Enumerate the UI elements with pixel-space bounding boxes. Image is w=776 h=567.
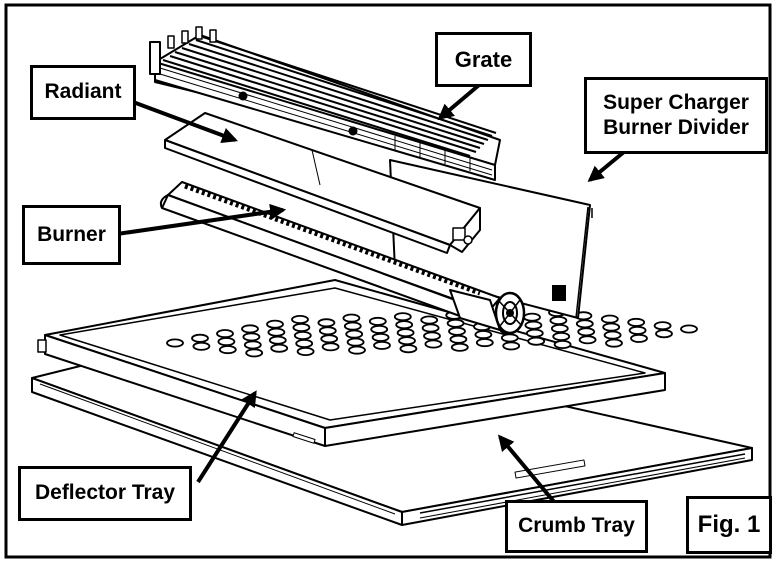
deflector-hole [628, 325, 647, 335]
deflector-hole [605, 338, 623, 348]
deflector-hole [292, 322, 311, 332]
deflector-hole [527, 336, 546, 346]
deflector-hole [343, 321, 362, 331]
radiant-label: Radiant [30, 65, 136, 120]
deflector-hole [270, 343, 289, 353]
deflector-hole [345, 329, 364, 339]
deflector-hole [317, 318, 336, 328]
deflector-hole [398, 336, 416, 346]
deflector-hole [680, 324, 698, 334]
deflector-hole [371, 332, 390, 342]
deflector-hole [266, 319, 284, 329]
deflector-hole [295, 338, 314, 348]
grate-label: Grate [435, 32, 532, 87]
deflector-hole [600, 314, 619, 324]
figure-frame [4, 3, 772, 559]
deflector-hole [550, 323, 569, 333]
deflector-hole [293, 330, 312, 340]
deflector-hole [549, 315, 568, 325]
deflector-hole [370, 324, 389, 334]
deflector-hole [268, 335, 287, 345]
deflector-hole [395, 320, 414, 330]
crumb-tray-label: Crumb Tray [505, 500, 648, 553]
deflector-hole [217, 337, 236, 347]
deflector-hole [320, 334, 339, 344]
deflector-hole [500, 333, 519, 343]
deflector-hole [396, 328, 415, 338]
deflector-hole [321, 342, 340, 352]
radiant-arrow [124, 97, 238, 144]
deflector-hole [630, 333, 648, 343]
deflector-hole [575, 319, 594, 329]
deflector-hole [399, 344, 418, 354]
deflector-hole [420, 315, 439, 325]
burner-divider-label-line2: Burner Divider [603, 115, 749, 139]
deflector-hole [242, 332, 261, 342]
deflector-hole [523, 312, 541, 322]
deflector-hole [421, 323, 440, 333]
deflector-hole [653, 321, 672, 331]
burner-divider-label: Super Charger Burner Divider [584, 77, 768, 154]
deflector-hole [602, 322, 621, 332]
deflector-hole [627, 317, 646, 327]
deflector-hole [450, 342, 469, 352]
deflector-tray-label: Deflector Tray [18, 466, 192, 521]
deflector-hole [191, 333, 209, 343]
deflector-hole [424, 339, 443, 349]
deflector-hole [291, 314, 309, 324]
deflector-hole [296, 346, 315, 356]
deflector-hole [393, 312, 412, 322]
deflector-hole [474, 330, 493, 340]
fig-label: Fig. 1 [686, 496, 772, 554]
deflector-hole [241, 324, 259, 334]
deflector-hole [348, 345, 366, 355]
deflector-hole [346, 337, 365, 347]
burner-arrow [116, 203, 287, 236]
grate-drawing [149, 26, 501, 181]
deflector-hole [524, 320, 543, 330]
deflector-hole [655, 329, 673, 339]
deflector-hole [166, 338, 184, 348]
deflector-hole [475, 338, 494, 348]
deflector-hole [577, 327, 596, 337]
deflector-hole [243, 340, 262, 350]
deflector-hole [502, 341, 521, 351]
deflector-hole [342, 313, 361, 323]
deflector-hole [368, 316, 387, 326]
burner-label: Burner [22, 205, 121, 265]
deflector-hole [192, 341, 211, 351]
deflector-hole [216, 329, 234, 339]
deflector-hole [245, 348, 264, 358]
deflector-hole [578, 335, 597, 345]
deflector-hole [373, 340, 391, 350]
deflector-arrow [196, 390, 257, 484]
deflector-hole [318, 326, 337, 336]
burner-divider-label-line1: Super Charger [603, 91, 749, 115]
deflector-hole [553, 339, 572, 349]
deflector-hole [218, 345, 237, 355]
deflector-hole [449, 334, 468, 344]
deflector-hole [446, 318, 465, 328]
deflector-hole [552, 331, 571, 341]
deflector-hole [603, 330, 622, 340]
radiant-drawing [164, 112, 481, 254]
deflector-hole [267, 327, 286, 337]
deflector-hole [525, 328, 544, 338]
deflector-hole [448, 326, 466, 336]
deflector-hole [423, 331, 441, 341]
